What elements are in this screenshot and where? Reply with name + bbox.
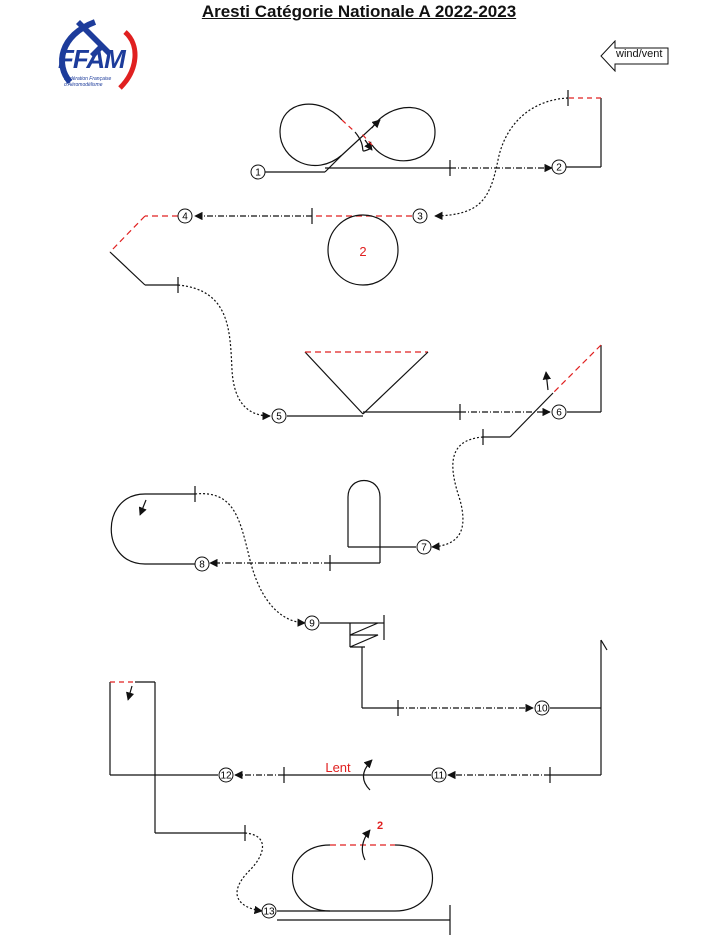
svg-text:2: 2 [556, 163, 562, 174]
page-title: Aresti Catégorie Nationale A 2022-2023 [201, 2, 517, 21]
logo-subtitle-line2: d'Aéromodélisme [64, 82, 103, 88]
logo-subtitle-line1: Fédération Française [64, 76, 112, 82]
logo-word: FFAM [58, 44, 126, 74]
figure-12 [109, 681, 263, 915]
figure-number-10: 10 [534, 700, 550, 716]
svg-text:11: 11 [434, 771, 445, 782]
svg-text:3: 3 [417, 212, 423, 223]
figure-number-11: 11 [431, 767, 447, 783]
figure-6 [431, 344, 602, 551]
wind-label: wind/vent [616, 48, 663, 60]
figure-number-8: 8 [194, 556, 210, 572]
figure-1-horizontal-eight [265, 103, 553, 176]
svg-text:5: 5 [276, 412, 282, 423]
figure-number-markers: 1 2 3 4 5 6 7 8 9 10 11 12 13 [177, 159, 567, 919]
figure-7 [209, 480, 416, 571]
circle-count-label: 2 [359, 244, 366, 259]
svg-text:10: 10 [536, 704, 548, 715]
svg-text:4: 4 [182, 212, 188, 223]
figure-10-11 [234, 639, 608, 791]
figure-8 [110, 486, 306, 627]
svg-text:1: 1 [255, 168, 261, 179]
figure-number-4: 4 [177, 208, 193, 224]
wind-arrow-icon [600, 40, 669, 72]
svg-text:8: 8 [199, 560, 205, 571]
figure-number-7: 7 [416, 539, 432, 555]
figure-number-12: 12 [218, 767, 234, 783]
figure-number-13: 13 [261, 903, 277, 919]
slow-label: Lent [325, 760, 351, 775]
svg-text:7: 7 [421, 543, 427, 554]
svg-text:12: 12 [220, 771, 232, 782]
figure-number-3: 3 [412, 208, 428, 224]
figure-2 [434, 90, 602, 221]
figure-5-triangle [287, 351, 551, 420]
figure-number-1: 1 [250, 164, 266, 180]
svg-text:6: 6 [556, 408, 562, 419]
figure-9 [320, 615, 534, 716]
figure-3-4 [109, 208, 412, 421]
figure-13 [277, 829, 451, 935]
figure-number-5: 5 [271, 408, 287, 424]
ffam-logo: FFAM Fédération Française d'Aéromodélism… [50, 10, 145, 105]
roll-count-label: 2 [377, 820, 383, 832]
figure-number-2: 2 [551, 159, 567, 175]
svg-text:13: 13 [263, 907, 275, 918]
svg-text:9: 9 [309, 619, 315, 630]
figure-number-6: 6 [551, 404, 567, 420]
figure-number-9: 9 [304, 615, 320, 631]
